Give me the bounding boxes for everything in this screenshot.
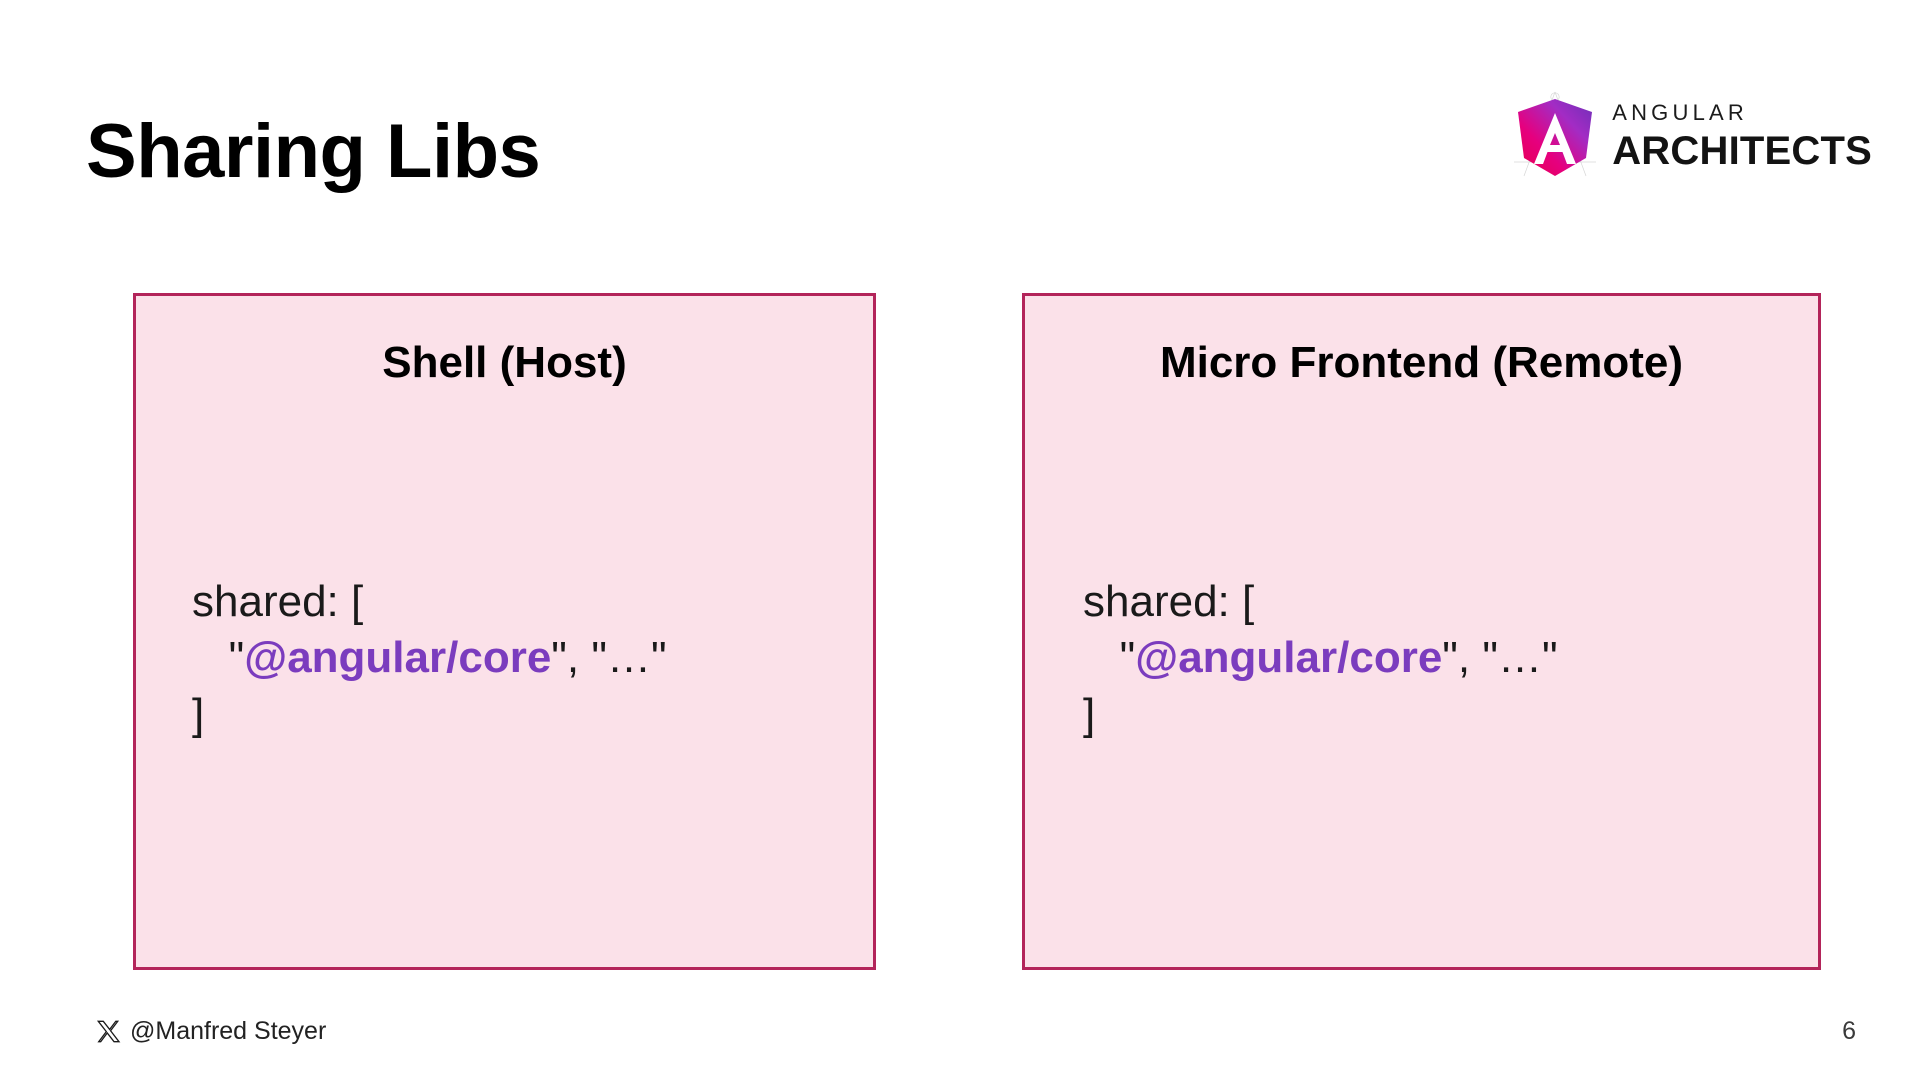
code-line-1: shared: [ [192,577,364,626]
logo-wordmark: ANGULAR ARCHITECTS [1612,98,1872,171]
page-number: 6 [1842,1017,1856,1045]
code-line-2-suffix: ", "…" [1442,633,1558,683]
page-title: Sharing Libs [86,109,541,194]
footer-handle-text: @Manfred Steyer [130,1017,327,1045]
code-package-name: @angular/core [1135,633,1443,683]
logo-text-architects: ARCHITECTS [1612,128,1872,173]
panel-shell-host: Shell (Host) shared: [ "@angular/core", … [133,293,876,970]
angular-shield-icon [1514,91,1597,177]
code-block-micro-frontend-remote: shared: [ "@angular/core", "…" ] [1083,574,1798,743]
code-package-name: @angular/core [244,633,552,683]
code-line-1: shared: [ [1083,577,1255,626]
footer-author: @Manfred Steyer [96,1019,326,1044]
panel-micro-frontend-remote: Micro Frontend (Remote) shared: [ "@angu… [1022,293,1821,970]
code-block-shell-host: shared: [ "@angular/core", "…" ] [192,574,853,743]
brand-logo: ANGULAR ARCHITECTS [1512,88,1872,180]
code-line-2-prefix: " [1083,633,1136,683]
logo-text-angular: ANGULAR [1612,99,1748,125]
code-line-3: ] [1083,689,1096,739]
panel-heading-shell-host: Shell (Host) [382,338,627,387]
code-line-2-prefix: " [192,633,245,683]
panel-heading-micro-frontend-remote: Micro Frontend (Remote) [1159,338,1684,387]
code-line-2-suffix: ", "…" [551,633,667,683]
x-twitter-icon [96,1020,121,1043]
code-line-3: ] [192,689,205,739]
